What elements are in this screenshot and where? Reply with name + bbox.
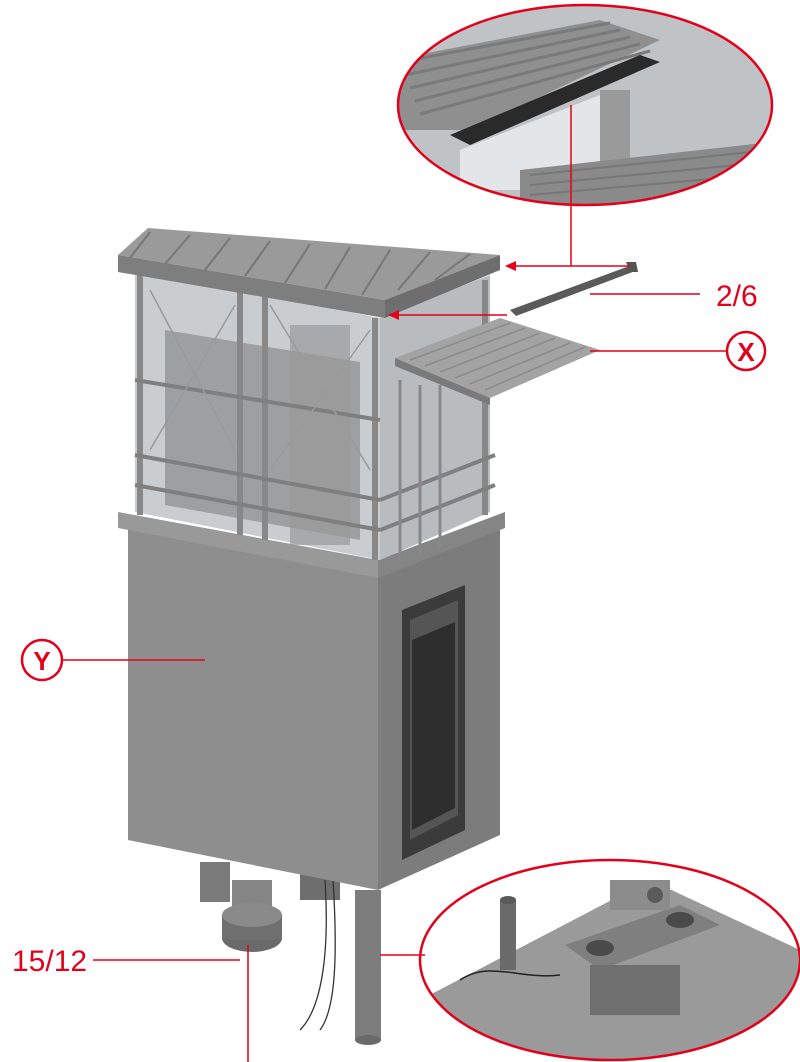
rail-part-2-6 <box>510 262 638 316</box>
base-detail-inset <box>418 858 800 1062</box>
label-2-6: 2/6 <box>716 280 758 313</box>
label-15-12: 15/12 <box>12 945 87 978</box>
awning-part-x <box>395 318 600 405</box>
tower-roof <box>118 228 500 318</box>
tower-lower-body <box>128 525 500 890</box>
label-2-6-group: 2/6 <box>716 280 758 313</box>
label-y-group: Y <box>20 638 64 682</box>
label-x: X <box>737 337 755 367</box>
roof-detail-inset <box>396 3 774 207</box>
label-x-group: X <box>725 330 767 372</box>
tower-model <box>118 228 638 1045</box>
label-y: Y <box>33 646 50 676</box>
tower-feet <box>200 862 381 1045</box>
callout-lines <box>63 105 727 1062</box>
cabin <box>134 270 496 560</box>
label-15-12-group: 15/12 <box>12 945 87 978</box>
wires <box>299 879 336 1031</box>
